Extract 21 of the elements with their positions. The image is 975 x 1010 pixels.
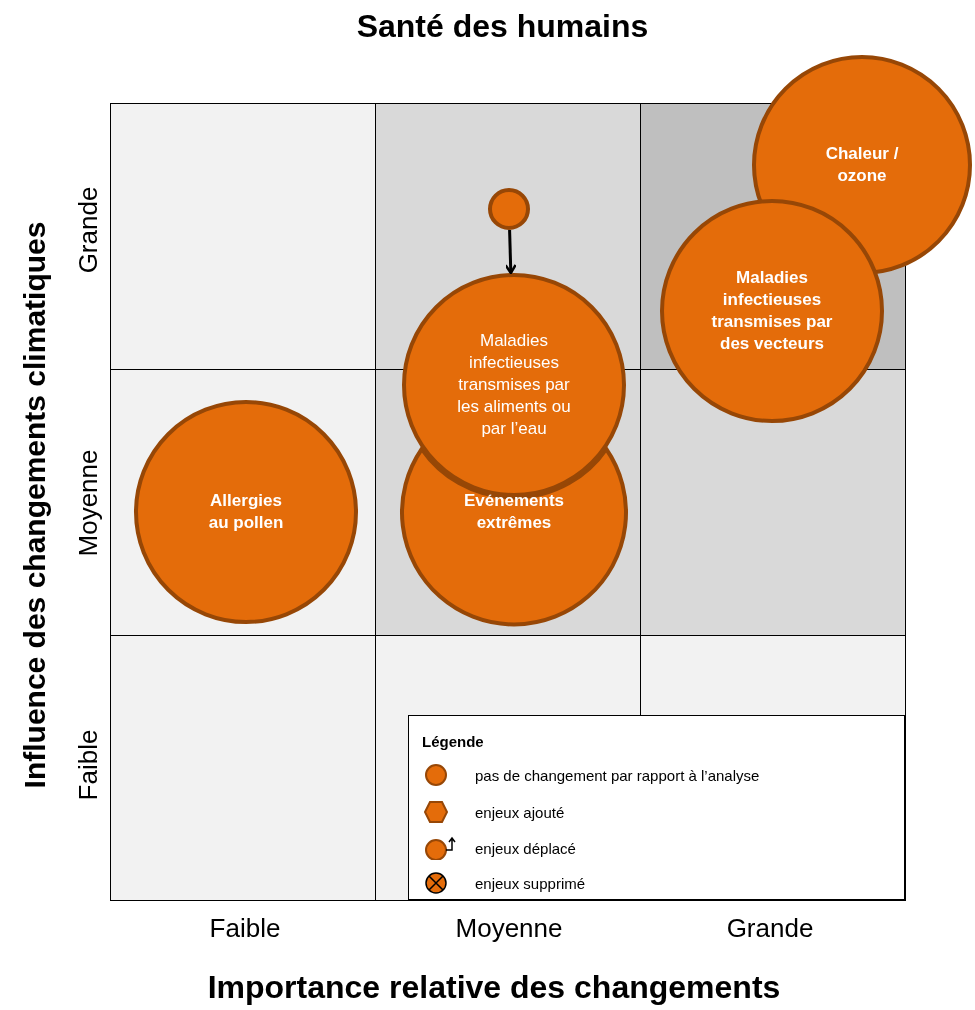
axis-tick-label: Faible [209, 912, 281, 944]
chart-title: Santé des humains [355, 8, 650, 45]
axis-tick-label: Faible [72, 729, 104, 801]
bubble-label: Chaleur / ozone [824, 143, 900, 187]
bubble-label: Maladies infectieuses transmises par des vecteurs [710, 267, 834, 355]
axis-tick-label: Moyenne [72, 449, 104, 557]
bubble-label: Evénements extrêmes [462, 490, 566, 534]
bubble-label: Allergies au pollen [207, 490, 285, 534]
axis-tick-label: Grande [726, 912, 814, 944]
legend-text: enjeux déplacé [475, 839, 576, 857]
bubble-label: Maladies infectieuses transmises par les aliments ou par l’eau [456, 330, 572, 440]
axis-tick-label: Grande [72, 186, 104, 274]
legend-text: enjeux supprimé [475, 874, 586, 892]
legend-title: Légende [422, 732, 484, 750]
axis-title: Influence des changements climatiques [18, 221, 52, 789]
axis-title: Importance relative des changements [207, 968, 781, 1006]
legend-text: enjeux ajouté [475, 803, 565, 821]
arrow [504, 229, 517, 275]
axis-tick-label: Moyenne [455, 912, 563, 944]
legend-text: pas de changement par rapport à l’analyse [475, 766, 760, 784]
bubble [402, 448, 626, 624]
